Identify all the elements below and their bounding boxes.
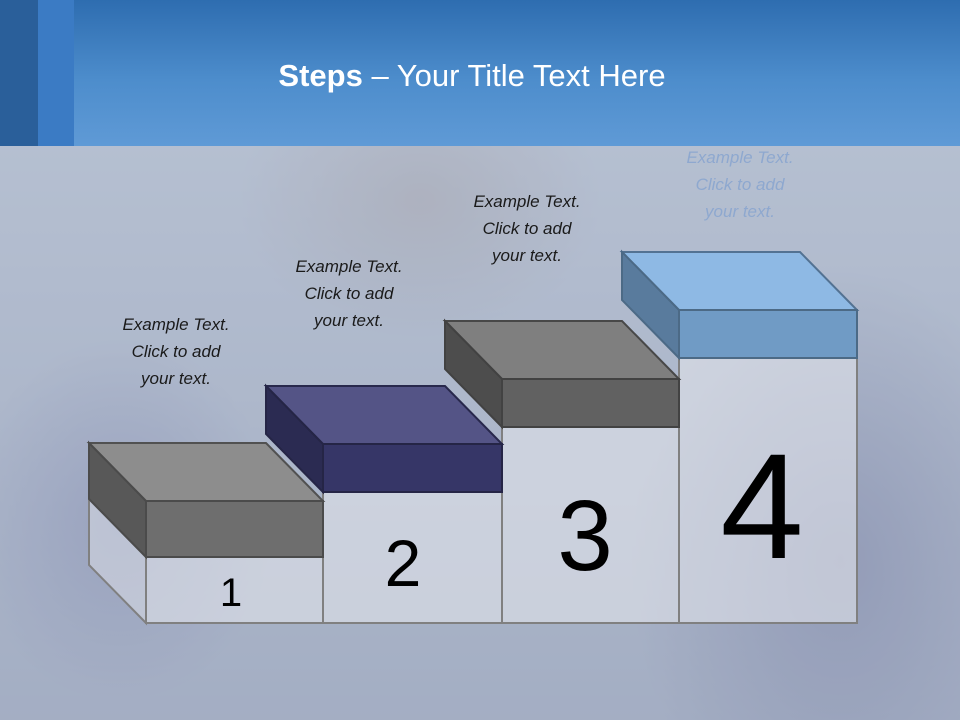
step-3-number: 3 — [557, 480, 613, 592]
header-accent-light — [38, 0, 74, 146]
slide-title[interactable]: Steps – Your Title Text Here — [0, 56, 944, 96]
step-2-caption[interactable]: Example Text. Click to add your text. — [259, 253, 439, 334]
step-2-caption-line-3: your text. — [314, 311, 384, 330]
step-2-caption-line-1: Example Text. — [295, 257, 403, 276]
step-3-caption[interactable]: Example Text. Click to add your text. — [437, 188, 617, 269]
step-1-caption-line-1: Example Text. — [122, 315, 230, 334]
step-3-caption-line-2: Click to add — [482, 219, 572, 238]
step-2-caption-line-2: Click to add — [304, 284, 394, 303]
step-1-caption-line-2: Click to add — [131, 342, 221, 361]
step-3-caption-line-1: Example Text. — [473, 192, 581, 211]
step-4-block-front — [678, 309, 858, 359]
step-4-caption[interactable]: Example Text. Click to add your text. — [650, 144, 830, 225]
step-3-caption-line-3: your text. — [492, 246, 562, 265]
step-1-block-front — [145, 500, 324, 558]
step-4-caption-line-1: Example Text. — [686, 148, 794, 167]
title-bold: Steps — [278, 58, 363, 93]
step-4-caption-line-3: your text. — [705, 202, 775, 221]
step-4-caption-line-2: Click to add — [695, 175, 785, 194]
step-2-block-front — [322, 443, 503, 493]
header-band — [0, 0, 960, 146]
step-blocks — [86, 249, 860, 560]
step-3-block-front — [501, 378, 680, 428]
step-1-caption[interactable]: Example Text. Click to add your text. — [86, 311, 266, 392]
step-4-number: 4 — [720, 422, 803, 590]
step-1-caption-line-3: your text. — [141, 369, 211, 388]
step-1-number: 1 — [220, 571, 242, 615]
header-accent-dark — [0, 0, 38, 146]
step-2-number: 2 — [385, 526, 422, 600]
title-text: – Your Title Text Here — [362, 58, 666, 93]
